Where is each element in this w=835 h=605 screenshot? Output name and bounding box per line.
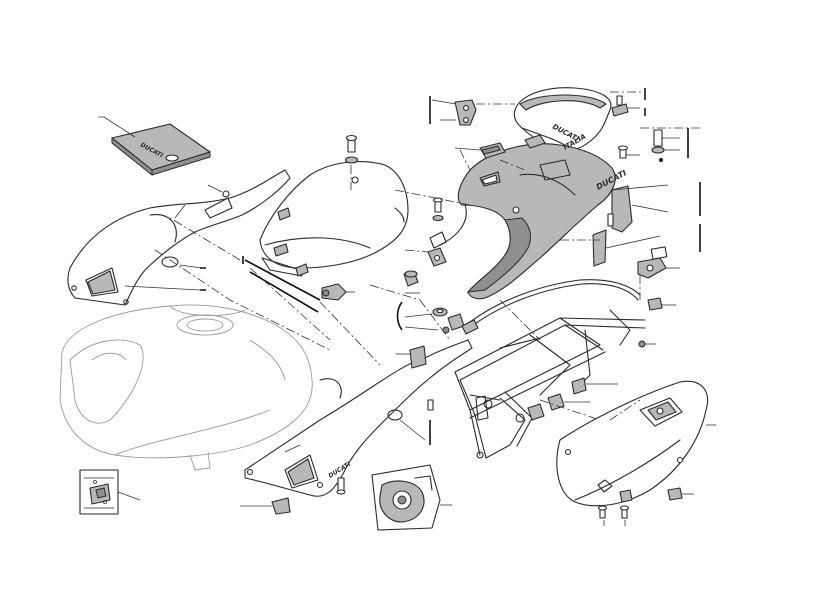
tail-light — [479, 134, 546, 159]
right-side-panel: DUCATI — [244, 339, 473, 497]
leader-manual — [98, 116, 136, 138]
seat-bolt — [344, 134, 359, 164]
seat-bracket — [454, 99, 477, 126]
manual-card: DUCATI — [111, 123, 211, 177]
lock-housing — [371, 464, 441, 531]
rear-subframe — [454, 309, 646, 459]
seat-latch — [321, 283, 347, 301]
frame-clips — [427, 377, 587, 421]
fuel-tank — [59, 304, 313, 471]
fastener-group — [403, 197, 465, 334]
tail-fairing: DUCATI ITALIA — [429, 132, 628, 300]
left-side-panel — [67, 169, 291, 306]
undertray — [556, 380, 708, 507]
leader-left-panel — [207, 184, 223, 193]
passenger-seat: DUCATI — [513, 87, 612, 151]
undertray-bolts — [597, 487, 683, 519]
seat-fastener — [611, 95, 629, 117]
rider-seat — [259, 161, 409, 277]
lock-cable — [461, 279, 641, 335]
tool-kit-bag — [79, 469, 119, 515]
panel-clip — [271, 345, 427, 515]
seat-lock — [637, 257, 667, 348]
